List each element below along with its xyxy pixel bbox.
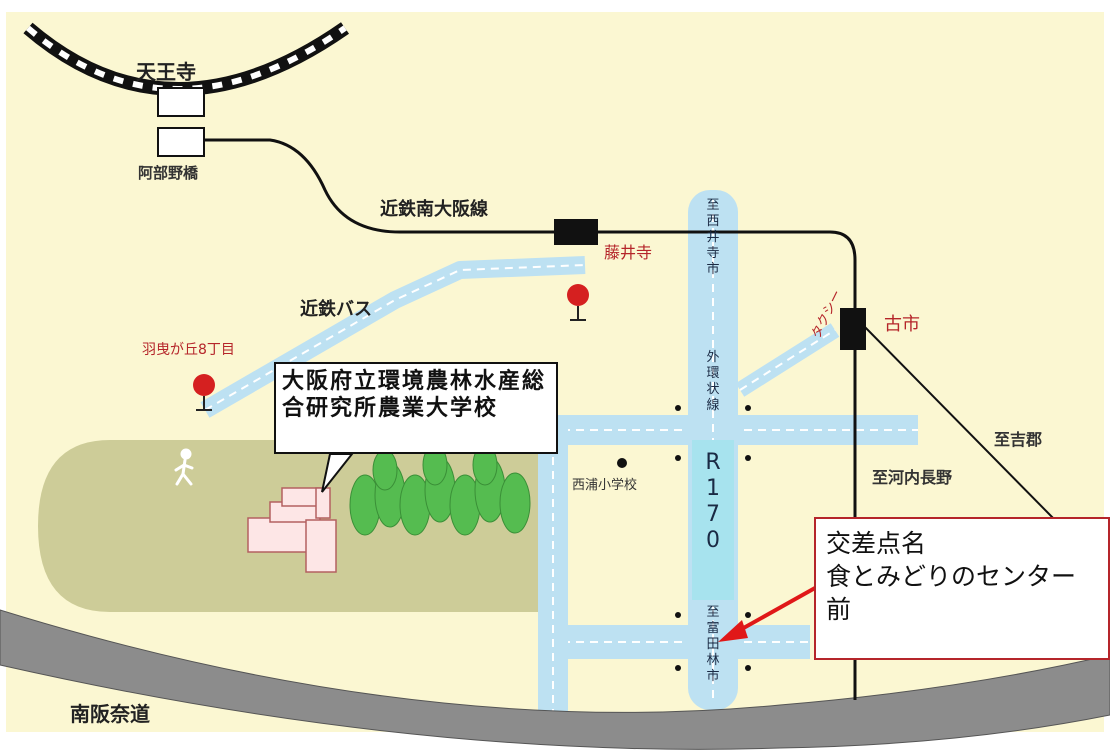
walking-person-icon xyxy=(174,448,194,486)
to-kawachinagano-label: 至河内長野 xyxy=(872,468,953,487)
r170-ring-label: 外環状線 xyxy=(706,350,720,413)
minami-hanna-road xyxy=(0,609,1110,750)
abenobashi-station-box xyxy=(157,127,205,157)
school-callout: 大阪府立環境農林水産総合研究所農業大学校 xyxy=(274,362,558,454)
intersection-callout: 交差点名 食とみどりのセンター 前 xyxy=(814,517,1110,660)
fujiidera-label: 藤井寺 xyxy=(604,243,653,262)
abenobashi-label: 阿部野橋 xyxy=(138,164,199,182)
intersection-arrow xyxy=(718,586,816,642)
elementary-school-dot xyxy=(617,458,627,468)
r170-south-destination: 至富田林市 xyxy=(706,605,720,684)
bus-stop-icon xyxy=(567,284,589,321)
elementary-school-label: 西浦小学校 xyxy=(572,478,638,493)
tennoji-label: 天王寺 xyxy=(136,60,196,84)
tennoji-station-box xyxy=(157,87,205,117)
intersection-callout-line1: 交差点名 xyxy=(826,529,927,558)
minami-hanna-road-label: 南阪奈道 xyxy=(70,702,150,726)
school-building-icon xyxy=(247,487,337,573)
furuichi-label: 古市 xyxy=(884,314,920,335)
to-sayama-label: 至吉郡 xyxy=(994,430,1043,449)
kintetsu-bus-label: 近鉄バス xyxy=(300,299,372,320)
habikigaoka-label: 羽曳が丘8丁目 xyxy=(142,342,235,358)
furuichi-station-box xyxy=(840,308,866,350)
intersection-callout-line3: 前 xyxy=(826,595,852,624)
intersection-callout-line2: 食とみどりのセンター xyxy=(826,562,1077,591)
intersection-dots xyxy=(675,405,751,671)
r170-label: R170 xyxy=(705,450,721,553)
kintetsu-line-label: 近鉄南大阪線 xyxy=(380,199,488,220)
r170-north-destination: 至西井寺市 xyxy=(706,198,720,277)
school-callout-pointer xyxy=(321,453,355,493)
trees xyxy=(349,444,531,536)
fujiidera-station-box xyxy=(554,219,598,245)
bus-stop-icon xyxy=(193,374,215,411)
